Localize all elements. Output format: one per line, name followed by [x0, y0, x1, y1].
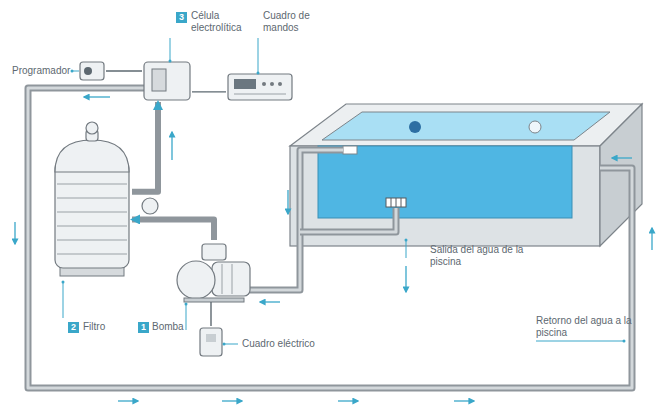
leader-lines: [62, 38, 626, 346]
callout-number: 2: [68, 322, 79, 333]
flow-arrows: [15, 97, 652, 401]
pipe-connector: [132, 219, 214, 240]
pipe-label: Retorno del agua a la piscina: [536, 315, 632, 339]
cable-connector: [192, 91, 226, 92]
cable-connector: [210, 302, 211, 326]
component-label: Cuadro eléctrico: [242, 338, 332, 350]
filter-tank: [55, 122, 129, 276]
component-label: Programador: [12, 65, 70, 77]
component-label: Bomba: [152, 321, 186, 333]
timer: [80, 62, 104, 80]
cell-box: 3Célula electrolítica: [142, 60, 192, 102]
pump-box: 1Bomba: [176, 240, 252, 302]
timer-box: Programador: [78, 60, 106, 82]
pipe-label: Salida del agua de la piscina: [430, 244, 526, 268]
valve: [142, 198, 158, 214]
component-label: Cuadro de mandos: [263, 10, 319, 34]
callout-number: 3: [176, 12, 187, 23]
pool: [290, 104, 642, 246]
component-label: Filtro: [83, 321, 123, 333]
pipes: [28, 88, 632, 388]
electric-box: Cuadro eléctrico: [198, 326, 224, 358]
pump: [177, 244, 250, 302]
filter-box: 2Filtro: [52, 124, 132, 278]
pipe-connector: [132, 102, 158, 192]
electrolytic-cell: [144, 62, 190, 100]
electric-box: [200, 328, 222, 356]
control-box: Cuadro de mandos: [226, 72, 294, 102]
callout-number: 1: [138, 322, 149, 333]
component-label: Célula electrolítica: [191, 10, 255, 34]
cable-connector: [106, 70, 142, 71]
control-panel: [228, 74, 292, 100]
